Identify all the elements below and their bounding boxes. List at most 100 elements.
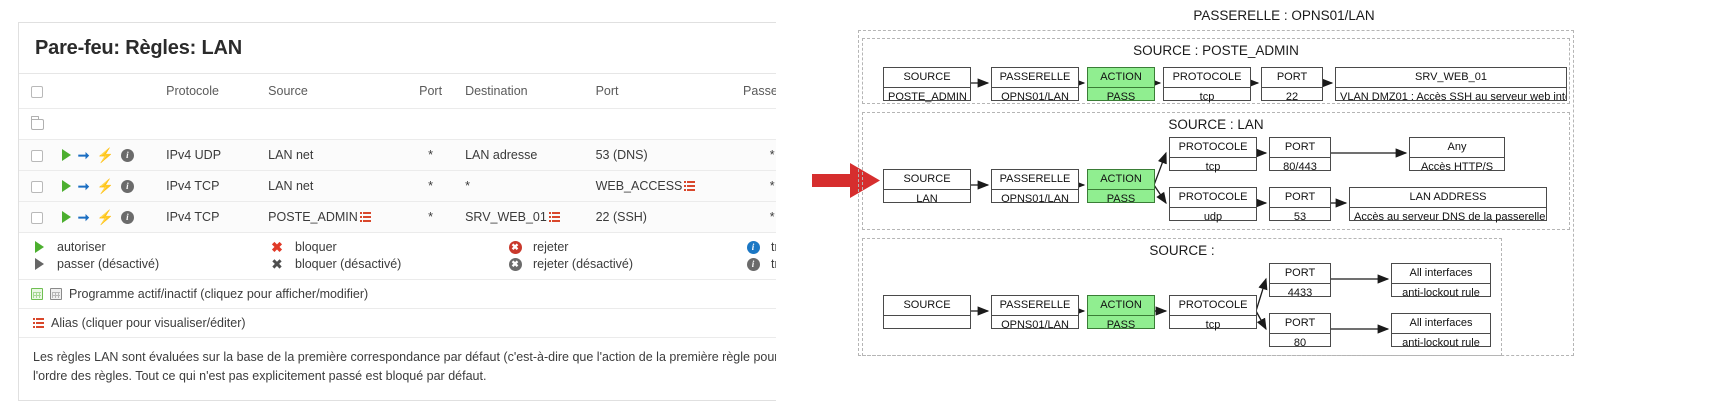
cell-destination: * <box>459 170 590 202</box>
diagram-node-head: ACTION <box>1088 296 1154 316</box>
direction-in-icon[interactable]: ➞ <box>77 147 90 163</box>
calendar-active-icon <box>31 288 43 300</box>
th-destination-port[interactable]: Port <box>589 74 723 109</box>
cell-destination-port: 22 (SSH) <box>589 201 723 233</box>
cell-source-port: * <box>402 170 460 202</box>
diagram-node-head: PASSERELLE <box>992 170 1078 190</box>
cell-destination: LAN adresse <box>459 139 590 171</box>
diagram-section-title: SOURCE : LAN <box>1168 117 1264 132</box>
quick-bolt-icon[interactable]: ⚡ <box>96 178 114 194</box>
legend-alias-line: Alias (cliquer pour visualiser/éditer) <box>19 309 776 338</box>
diagram-node-head: PORT <box>1270 314 1330 334</box>
select-all-checkbox[interactable] <box>31 85 43 98</box>
diagram-connector <box>1153 151 1167 186</box>
diagram-node-head: PROTOCOLE <box>1170 188 1256 208</box>
diagram-node-head: ACTION <box>1088 170 1154 190</box>
allow-icon[interactable] <box>61 211 71 223</box>
diagram-node: All interfaces anti-lockout rule <box>1391 313 1491 349</box>
diagram-node-head: SOURCE <box>884 296 970 316</box>
cell-destination: SRV_WEB_01 <box>459 201 590 233</box>
block-disabled-icon: ✖ <box>271 256 283 272</box>
diagram-node-body: 80/443 <box>1283 160 1317 173</box>
diagram-node: PORT 80 <box>1269 313 1331 349</box>
diagram-node-head: PASSERELLE <box>992 68 1078 88</box>
cell-source: LAN net <box>262 170 403 202</box>
diagram-node-body: anti-lockout rule <box>1402 336 1480 349</box>
diagram-node-body: tcp <box>1205 160 1221 173</box>
quick-bolt-icon[interactable]: ⚡ <box>96 209 114 225</box>
th-protocole[interactable]: Protocole <box>160 74 263 109</box>
allow-icon[interactable] <box>61 180 71 192</box>
alias-icon[interactable] <box>359 212 371 222</box>
direction-in-icon[interactable]: ➞ <box>77 178 90 194</box>
legend-label: rejeter <box>533 240 569 254</box>
diagram-node-body: udp <box>1203 210 1223 223</box>
legend-schedule-line: Programme actif/inactif (cliquez pour af… <box>19 280 776 309</box>
diagram-connector <box>1255 277 1268 312</box>
diagram-node-body: 22 <box>1285 90 1299 103</box>
log-icon: i <box>746 240 760 254</box>
legend-item: autoriser <box>31 240 269 254</box>
info-icon[interactable]: i <box>120 148 134 162</box>
legend-label: tracer (d <box>771 257 776 271</box>
legend-item: ✖bloquer <box>269 240 507 254</box>
legend-item: ✖bloquer (désactivé) <box>269 257 507 271</box>
info-icon[interactable]: i <box>120 179 134 193</box>
row-checkbox[interactable] <box>31 149 43 162</box>
alias-icon[interactable] <box>548 212 560 222</box>
cell-passerelle: * <box>722 170 776 202</box>
th-select-all <box>19 74 56 109</box>
cell-source: POSTE_ADMIN <box>262 201 403 233</box>
diagram-node-body: 80 <box>1293 336 1307 349</box>
th-passerelle[interactable]: Passerelle <box>722 74 776 109</box>
legend-block: autoriser✖bloquer✖rejeteritracerpasser (… <box>19 233 776 280</box>
reject-icon: ✖ <box>508 240 522 254</box>
legend-item: itracer <box>745 240 776 254</box>
row-status-icons: ➞ ⚡ i <box>55 201 161 233</box>
diagram-node-head: All interfaces <box>1392 314 1490 334</box>
firewall-flow-diagram: PASSERELLE : OPNS01/LAN SOURCE : POSTE_A… <box>850 0 1718 410</box>
diagram-node-body: OPNS01/LAN <box>1001 192 1069 205</box>
diagram-node-head: PROTOCOLE <box>1170 296 1256 316</box>
th-status-icons <box>55 74 161 109</box>
diagram-node-body <box>884 316 970 335</box>
cell-source: LAN net <box>262 139 403 171</box>
th-source-port[interactable]: Port <box>402 74 460 109</box>
diagram-node-body: PASS <box>1106 90 1136 103</box>
legend-label: rejeter (désactivé) <box>533 257 634 271</box>
legend-label: passer (désactivé) <box>57 257 160 271</box>
legend-item: itracer (d <box>745 257 776 271</box>
cell-protocole: IPv4 UDP <box>160 139 263 171</box>
allow-icon[interactable] <box>61 149 71 161</box>
direction-in-icon[interactable]: ➞ <box>77 209 90 225</box>
diagram-node-body: PASS <box>1106 318 1136 331</box>
diagram-connector <box>1153 184 1167 205</box>
diagram-node-body: tcp <box>1199 90 1215 103</box>
alias-icon <box>33 318 44 328</box>
alias-icon[interactable] <box>684 181 696 191</box>
red-arrow-icon <box>812 163 880 198</box>
th-source[interactable]: Source <box>262 74 403 109</box>
th-destination[interactable]: Destination <box>459 74 590 109</box>
allow-disabled-icon <box>34 258 44 270</box>
diagram-node: PASSERELLE OPNS01/LAN <box>991 169 1079 205</box>
diagram-node-body: Accès au serveur DNS de la passerelle <box>1354 210 1546 223</box>
folder-icon[interactable] <box>30 116 44 131</box>
row-checkbox[interactable] <box>31 180 43 193</box>
allow-icon <box>34 241 44 253</box>
info-icon[interactable]: i <box>120 210 134 224</box>
cell-protocole: IPv4 TCP <box>160 170 263 202</box>
table-separator-row <box>19 108 776 140</box>
quick-bolt-icon[interactable]: ⚡ <box>96 147 114 163</box>
row-checkbox[interactable] <box>31 211 43 224</box>
diagram-section-title: SOURCE : POSTE_ADMIN <box>1133 43 1299 58</box>
